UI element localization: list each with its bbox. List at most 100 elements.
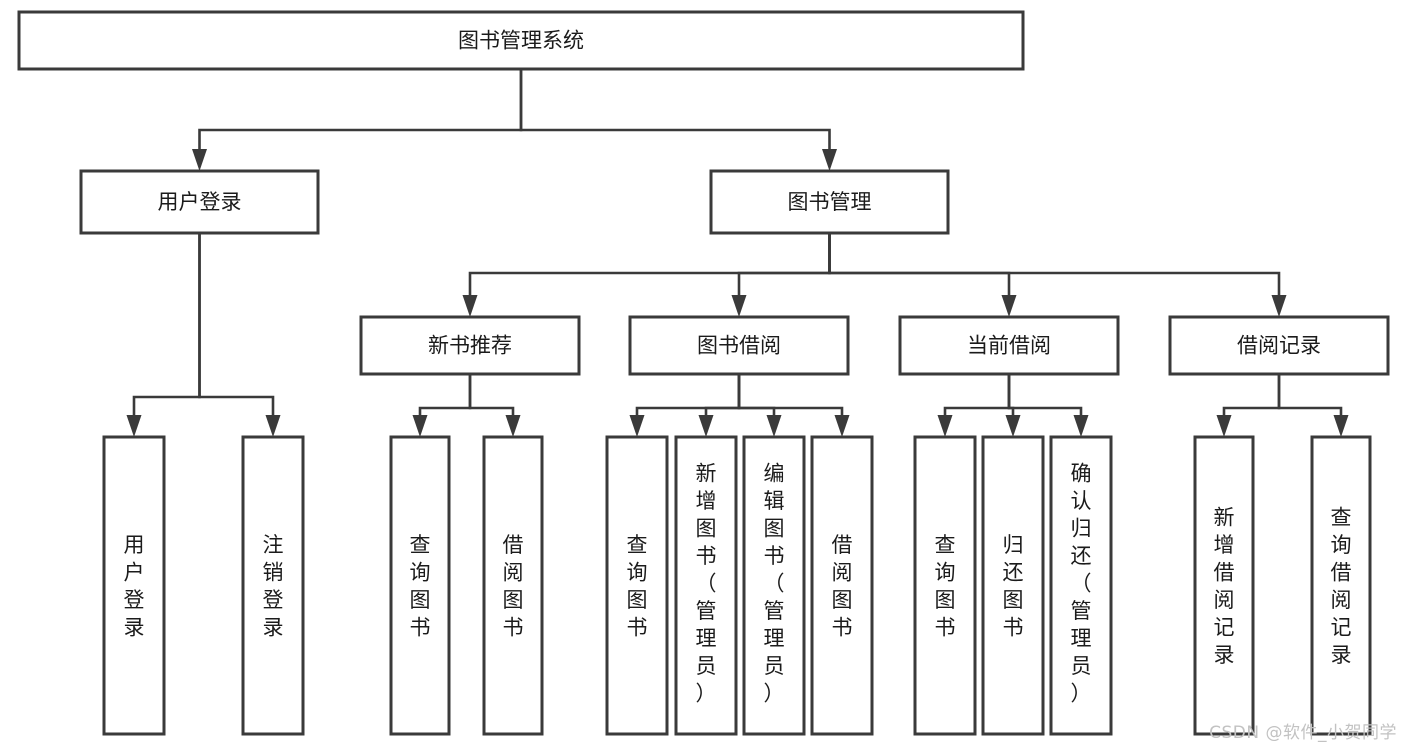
- edge-connector: [828, 233, 1281, 298]
- node-label: 新书推荐: [428, 334, 512, 358]
- node-label: 当前借阅: [967, 334, 1051, 358]
- node-user-login[interactable]: 用户登录: [79, 169, 320, 235]
- node-leaf-logout[interactable]: 注销登录: [241, 435, 305, 736]
- node-box[interactable]: [674, 435, 738, 736]
- edge-arrowhead: [1001, 295, 1017, 317]
- node-leaf-edit-book[interactable]: 编辑图书（管理员）: [742, 435, 806, 736]
- node-label: 图书借阅: [697, 334, 781, 358]
- node-label: 用户登录: [124, 533, 145, 640]
- node-label: 编辑图书（管理员）: [764, 461, 785, 705]
- node-label: 归还图书: [1003, 533, 1024, 640]
- edge-arrowhead: [192, 149, 207, 171]
- edge-connector: [704, 374, 741, 418]
- node-borrow-record[interactable]: 借阅记录: [1168, 315, 1390, 376]
- node-box[interactable]: [389, 435, 451, 736]
- node-new-book-rec[interactable]: 新书推荐: [359, 315, 581, 376]
- edge-connector: [418, 374, 472, 418]
- edge-arrowhead: [834, 415, 850, 437]
- node-box[interactable]: [605, 435, 669, 736]
- edge-connector: [1277, 374, 1343, 418]
- edge-arrowhead: [731, 295, 747, 317]
- node-box[interactable]: [709, 169, 950, 235]
- node-leaf-return-book[interactable]: 归还图书: [981, 435, 1045, 736]
- node-leaf-query-book-borrow[interactable]: 查询图书: [605, 435, 669, 736]
- edge-arrowhead: [412, 415, 428, 437]
- node-label: 借阅记录: [1237, 334, 1321, 358]
- node-label: 用户登录: [158, 190, 242, 214]
- edge-connector: [198, 233, 275, 418]
- node-book-borrow[interactable]: 图书借阅: [628, 315, 850, 376]
- node-leaf-add-book[interactable]: 新增图书（管理员）: [674, 435, 738, 736]
- edge-arrowhead: [698, 415, 714, 437]
- node-label: 确认归还（管理员）: [1071, 461, 1092, 705]
- node-box[interactable]: [79, 169, 320, 235]
- edge-arrowhead: [1073, 415, 1089, 437]
- edge-arrowhead: [462, 295, 478, 317]
- edge-connector: [943, 374, 1011, 418]
- node-leaf-add-record[interactable]: 新增借阅记录: [1193, 435, 1255, 736]
- node-label: 注销登录: [263, 533, 284, 640]
- node-label: 新增图书（管理员）: [696, 461, 717, 705]
- nodes-layer: 图书管理系统用户登录图书管理新书推荐图书借阅当前借阅借阅记录用户登录注销登录查询…: [17, 10, 1390, 736]
- edge-arrowhead: [629, 415, 645, 437]
- node-leaf-query-book-rec[interactable]: 查询图书: [389, 435, 451, 736]
- node-leaf-user-login[interactable]: 用户登录: [102, 435, 166, 736]
- edge-arrowhead: [265, 415, 281, 437]
- edge-arrowhead: [1271, 295, 1287, 317]
- node-book-manage[interactable]: 图书管理: [709, 169, 950, 235]
- edge-connector: [468, 233, 831, 298]
- edge-connector: [198, 69, 523, 152]
- node-box[interactable]: [359, 315, 581, 376]
- edge-connector: [132, 233, 201, 418]
- node-label: 查询图书: [627, 533, 648, 640]
- node-leaf-query-record[interactable]: 查询借阅记录: [1310, 435, 1372, 736]
- edge-connector: [1007, 374, 1083, 418]
- node-label: 借阅图书: [832, 533, 853, 640]
- node-box[interactable]: [1049, 435, 1113, 736]
- node-label: 查询图书: [935, 533, 956, 640]
- node-box[interactable]: [482, 435, 544, 736]
- edge-arrowhead: [766, 415, 782, 437]
- node-box[interactable]: [913, 435, 977, 736]
- edge-arrowhead: [937, 415, 953, 437]
- edges-layer: [126, 69, 1349, 437]
- node-leaf-borrow-book-rec[interactable]: 借阅图书: [482, 435, 544, 736]
- node-box[interactable]: [102, 435, 166, 736]
- node-box[interactable]: [628, 315, 850, 376]
- edge-connector: [468, 374, 515, 418]
- node-box[interactable]: [17, 10, 1025, 71]
- edge-connector: [635, 374, 741, 418]
- node-box[interactable]: [1193, 435, 1255, 736]
- edge-connector: [737, 233, 831, 298]
- edge-arrowhead: [126, 415, 142, 437]
- node-root[interactable]: 图书管理系统: [17, 10, 1025, 71]
- node-leaf-confirm-return[interactable]: 确认归还（管理员）: [1049, 435, 1113, 736]
- watermark-label: CSDN @软件_小贺同学: [1209, 723, 1397, 743]
- edge-connector: [737, 374, 844, 418]
- node-box[interactable]: [898, 315, 1120, 376]
- node-label: 图书管理系统: [458, 29, 584, 53]
- edge-arrowhead: [822, 149, 837, 171]
- node-box[interactable]: [742, 435, 806, 736]
- node-box[interactable]: [810, 435, 874, 736]
- node-label: 查询图书: [410, 533, 431, 640]
- node-box[interactable]: [981, 435, 1045, 736]
- edge-arrowhead: [1216, 415, 1232, 437]
- node-box[interactable]: [1168, 315, 1390, 376]
- node-label: 新增借阅记录: [1214, 505, 1235, 667]
- node-box[interactable]: [241, 435, 305, 736]
- node-current-borrow[interactable]: 当前借阅: [898, 315, 1120, 376]
- node-label: 借阅图书: [503, 533, 524, 640]
- node-leaf-borrow-book[interactable]: 借阅图书: [810, 435, 874, 736]
- node-leaf-query-book-cur[interactable]: 查询图书: [913, 435, 977, 736]
- node-label: 图书管理: [788, 190, 872, 214]
- edge-arrowhead: [1005, 415, 1021, 437]
- edge-arrowhead: [1333, 415, 1349, 437]
- node-label: 查询借阅记录: [1331, 505, 1352, 667]
- node-box[interactable]: [1310, 435, 1372, 736]
- edge-connector: [828, 233, 1011, 298]
- edge-arrowhead: [505, 415, 521, 437]
- edge-connector: [1222, 374, 1281, 418]
